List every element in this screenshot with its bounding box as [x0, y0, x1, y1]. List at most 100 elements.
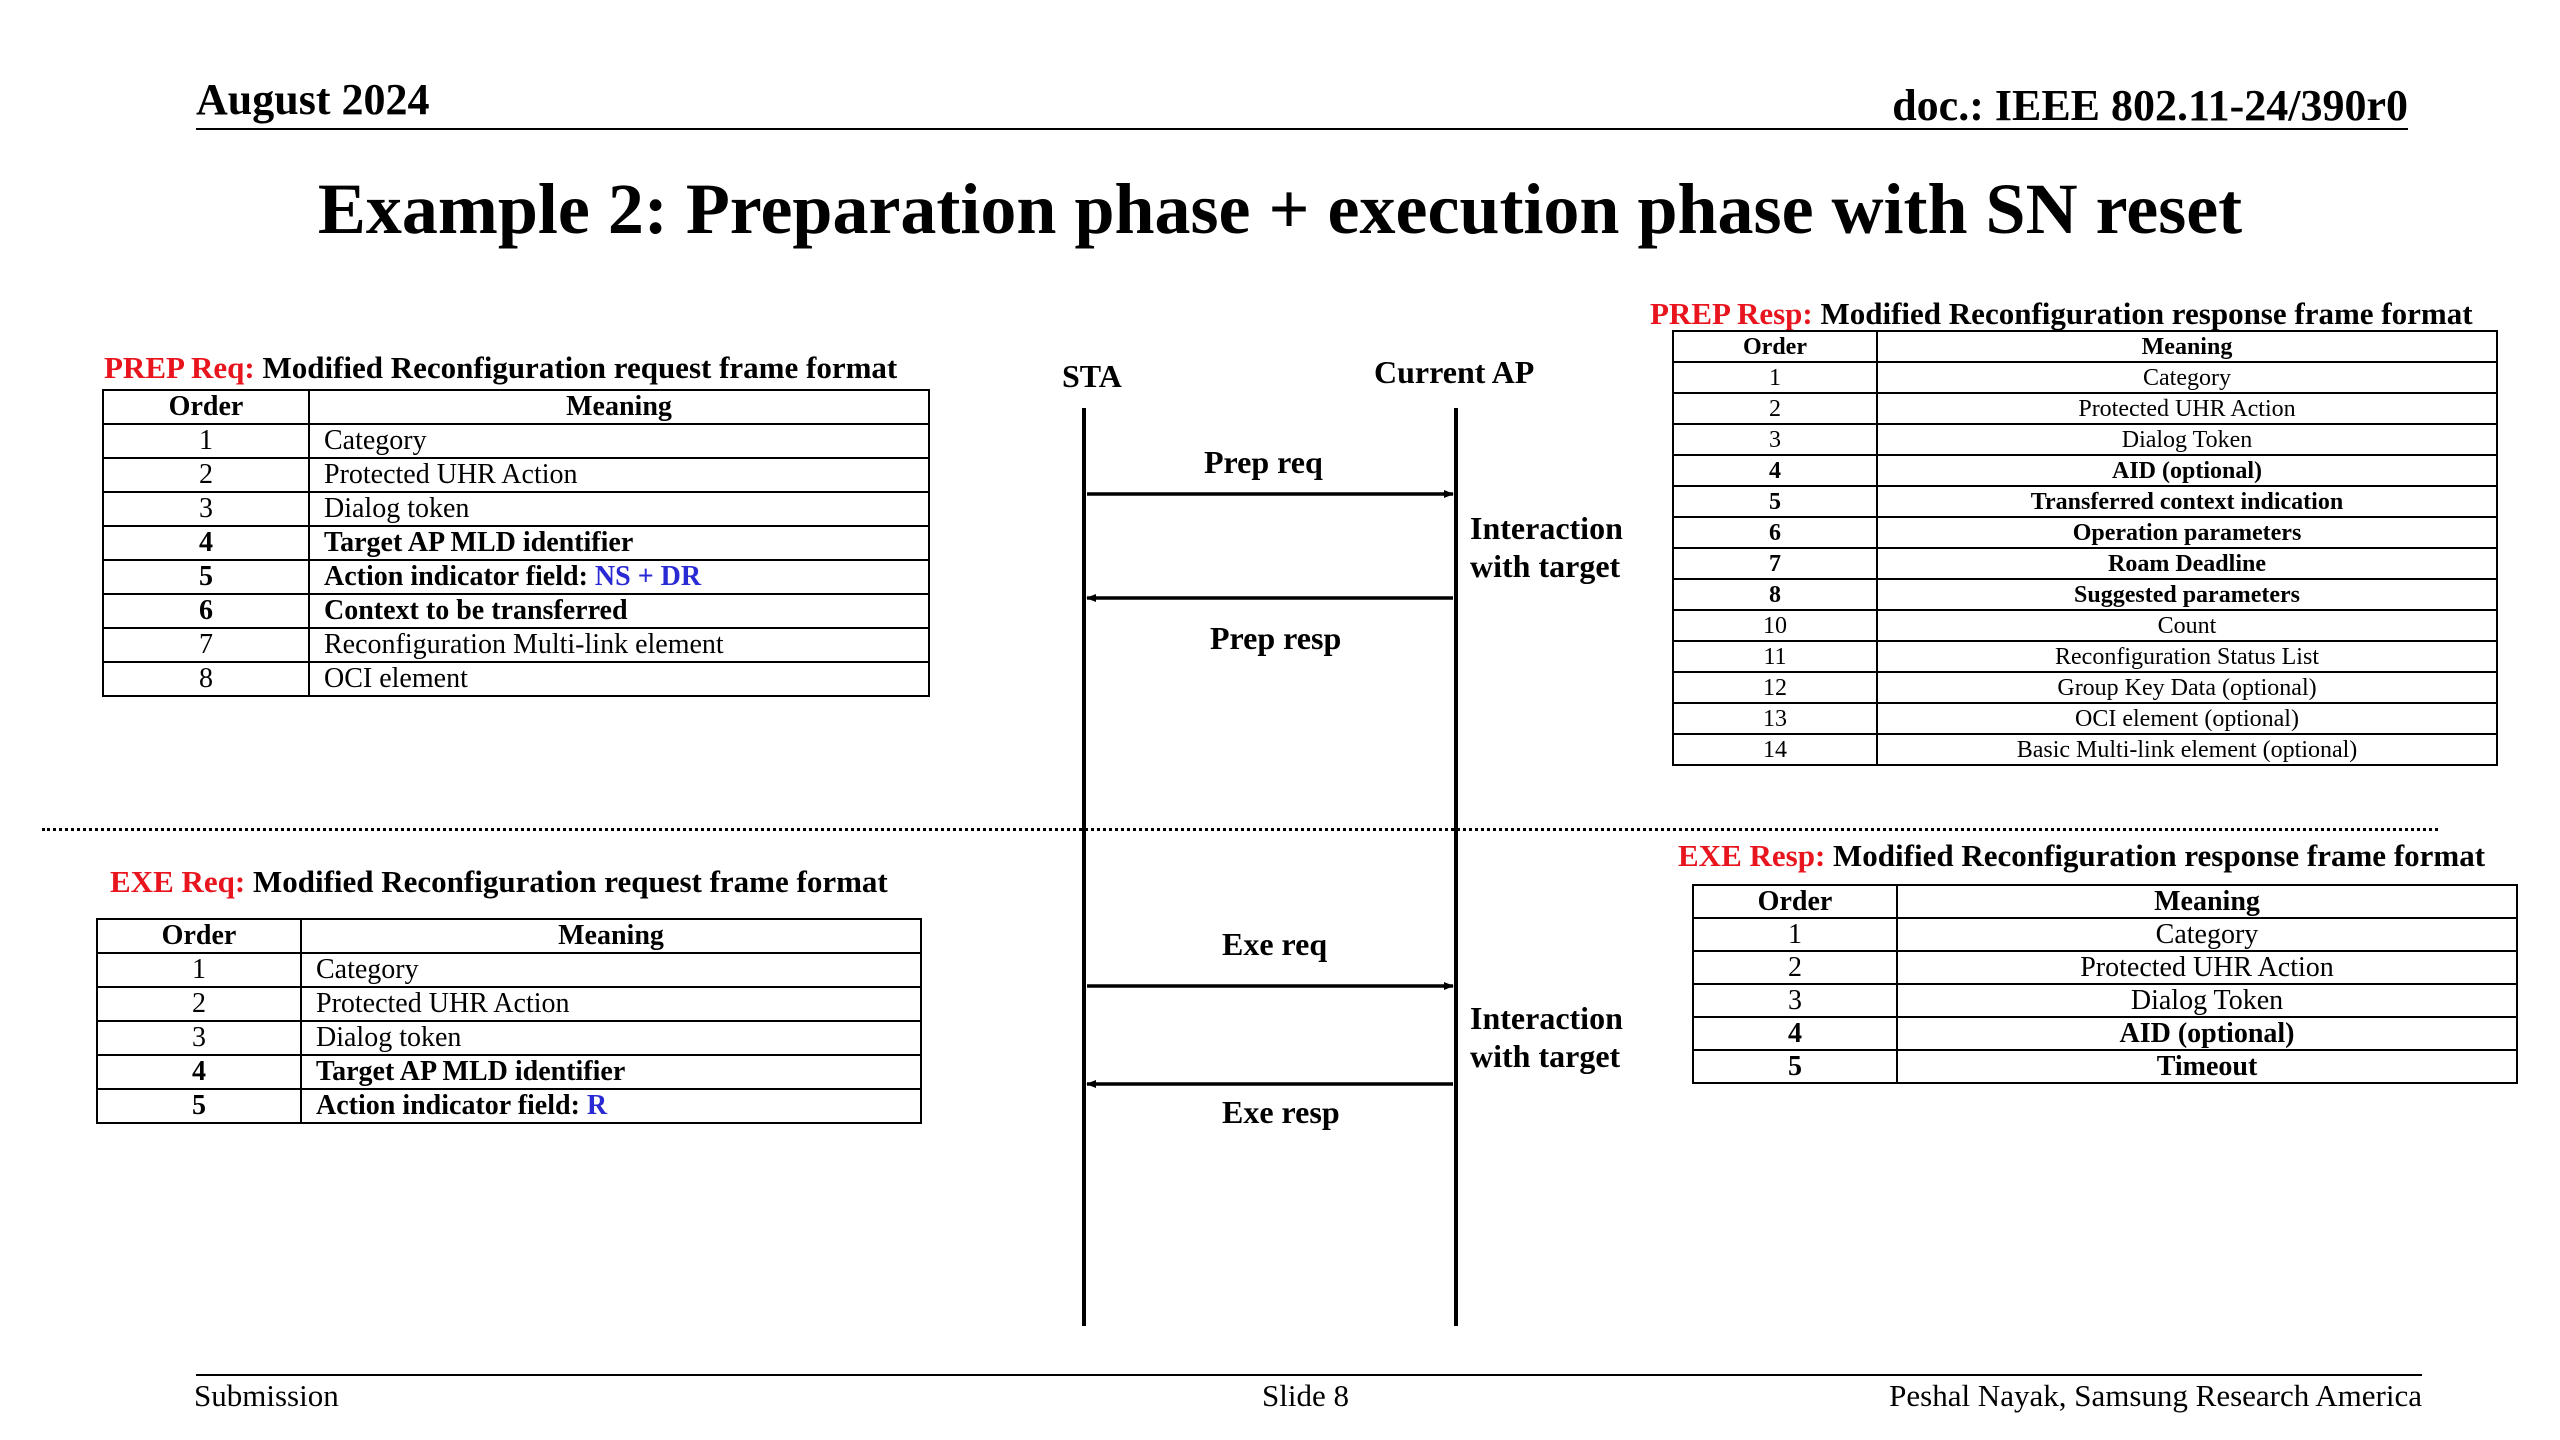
- interaction-label-2a: Interaction: [1470, 1000, 1623, 1036]
- table-row: 6 Context to be transferred: [102, 593, 930, 629]
- meaning-cell: Protected UHR Action: [1896, 950, 2518, 985]
- prep-req-caption-text: Modified Reconfiguration request frame f…: [254, 350, 898, 385]
- action-indicator-value: R: [586, 1090, 608, 1121]
- order-cell: 12: [1672, 671, 1878, 704]
- interaction-label-2b: with target: [1470, 1038, 1621, 1074]
- order-cell: 8: [1672, 578, 1878, 611]
- table-header-row: Order Meaning: [102, 389, 930, 425]
- exe-req-caption-text: Modified Reconfiguration request frame f…: [245, 864, 888, 899]
- column-header-order: Order: [1692, 884, 1898, 919]
- order-cell: 3: [96, 1020, 302, 1056]
- table-row: 12 Group Key Data (optional): [1672, 671, 2498, 704]
- meaning-cell: OCI element (optional): [1876, 702, 2498, 735]
- order-cell: 4: [96, 1054, 302, 1090]
- prep-resp-caption-text: Modified Reconfiguration response frame …: [1812, 296, 2473, 331]
- order-cell: 6: [102, 593, 310, 629]
- order-cell: 5: [1692, 1049, 1898, 1084]
- meaning-cell: Count: [1876, 609, 2498, 642]
- column-header-meaning: Meaning: [1876, 330, 2498, 363]
- meaning-cell: Dialog Token: [1896, 983, 2518, 1018]
- order-cell: 2: [1672, 392, 1878, 425]
- order-cell: 4: [1672, 454, 1878, 487]
- meaning-text: Dialog token: [324, 493, 470, 524]
- meaning-text: AID (optional): [2119, 1017, 2295, 1049]
- header-doc-id: doc.: IEEE 802.11-24/390r0: [1892, 81, 2408, 130]
- meaning-cell: Dialog token: [308, 491, 930, 527]
- meaning-cell: Reconfiguration Multi-link element: [308, 627, 930, 663]
- meaning-cell: Protected UHR Action: [300, 986, 922, 1022]
- exe-req-label: Exe req: [1222, 926, 1328, 962]
- header-date: August 2024: [196, 75, 430, 124]
- column-header-order: Order: [102, 389, 310, 425]
- meaning-cell: Category: [308, 423, 930, 459]
- table-header-row: Order Meaning: [1692, 884, 2518, 919]
- meaning-text: Target AP MLD identifier: [316, 1056, 626, 1087]
- prep-resp-caption: PREP Resp: Modified Reconfiguration resp…: [1650, 296, 2473, 332]
- column-header-meaning: Meaning: [1896, 884, 2518, 919]
- table-row: 8 Suggested parameters: [1672, 578, 2498, 611]
- footer-submission: Submission: [194, 1378, 339, 1413]
- meaning-text: Context to be transferred: [324, 595, 628, 626]
- order-cell: 3: [1672, 423, 1878, 456]
- meaning-cell: Group Key Data (optional): [1876, 671, 2498, 704]
- table-row: 2 Protected UHR Action: [1672, 392, 2498, 425]
- order-cell: 5: [96, 1088, 302, 1124]
- table-row: 1 Category: [1672, 361, 2498, 394]
- meaning-text: Target AP MLD identifier: [324, 527, 634, 558]
- meaning-text: Suggested parameters: [2074, 581, 2300, 608]
- column-header-meaning: Meaning: [308, 389, 930, 425]
- order-cell: 11: [1672, 640, 1878, 673]
- meaning-cell: Protected UHR Action: [1876, 392, 2498, 425]
- phase-divider: [42, 828, 2438, 831]
- meaning-cell: Suggested parameters: [1876, 578, 2498, 611]
- meaning-cell: Dialog token: [300, 1020, 922, 1056]
- prep-req-tag: PREP Req:: [104, 350, 255, 385]
- order-cell: 14: [1672, 733, 1878, 766]
- order-cell: 7: [102, 627, 310, 663]
- prep-resp-table: Order Meaning 1 Category 2 Protected UHR Ac…: [1672, 330, 2498, 766]
- meaning-text: OCI element (optional): [2075, 705, 2299, 732]
- prep-req-label: Prep req: [1204, 444, 1323, 480]
- meaning-text: Protected UHR Action: [2078, 395, 2296, 422]
- meaning-text: Category: [2143, 364, 2231, 391]
- order-cell: 13: [1672, 702, 1878, 735]
- meaning-cell: Action indicator field: R: [300, 1088, 922, 1124]
- current-ap-label: Current AP: [1374, 354, 1535, 390]
- interaction-label-1a: Interaction: [1470, 510, 1623, 546]
- meaning-text: Dialog token: [316, 1022, 462, 1053]
- meaning-text: Roam Deadline: [2108, 550, 2266, 577]
- column-header-meaning: Meaning: [300, 918, 922, 954]
- meaning-cell: Category: [300, 952, 922, 988]
- meaning-text: Group Key Data (optional): [2057, 674, 2317, 701]
- header-rule: [196, 128, 2408, 130]
- meaning-text: Operation parameters: [2072, 519, 2302, 546]
- order-cell: 3: [1692, 983, 1898, 1018]
- meaning-cell: Category: [1876, 361, 2498, 394]
- footer-slide-number: Slide 8: [1262, 1378, 1349, 1413]
- sta-label: STA: [1062, 358, 1122, 394]
- interaction-label-1b: with target: [1470, 548, 1621, 584]
- column-header-order: Order: [1672, 330, 1878, 363]
- order-cell: 4: [1692, 1016, 1898, 1051]
- order-cell: 1: [1672, 361, 1878, 394]
- exe-resp-tag: EXE Resp:: [1678, 838, 1826, 873]
- meaning-text: Category: [316, 954, 419, 985]
- meaning-cell: Timeout: [1896, 1049, 2518, 1084]
- meaning-cell: Category: [1896, 917, 2518, 952]
- meaning-cell: AID (optional): [1876, 454, 2498, 487]
- order-cell: 3: [102, 491, 310, 527]
- order-cell: 10: [1672, 609, 1878, 642]
- order-cell: 5: [102, 559, 310, 595]
